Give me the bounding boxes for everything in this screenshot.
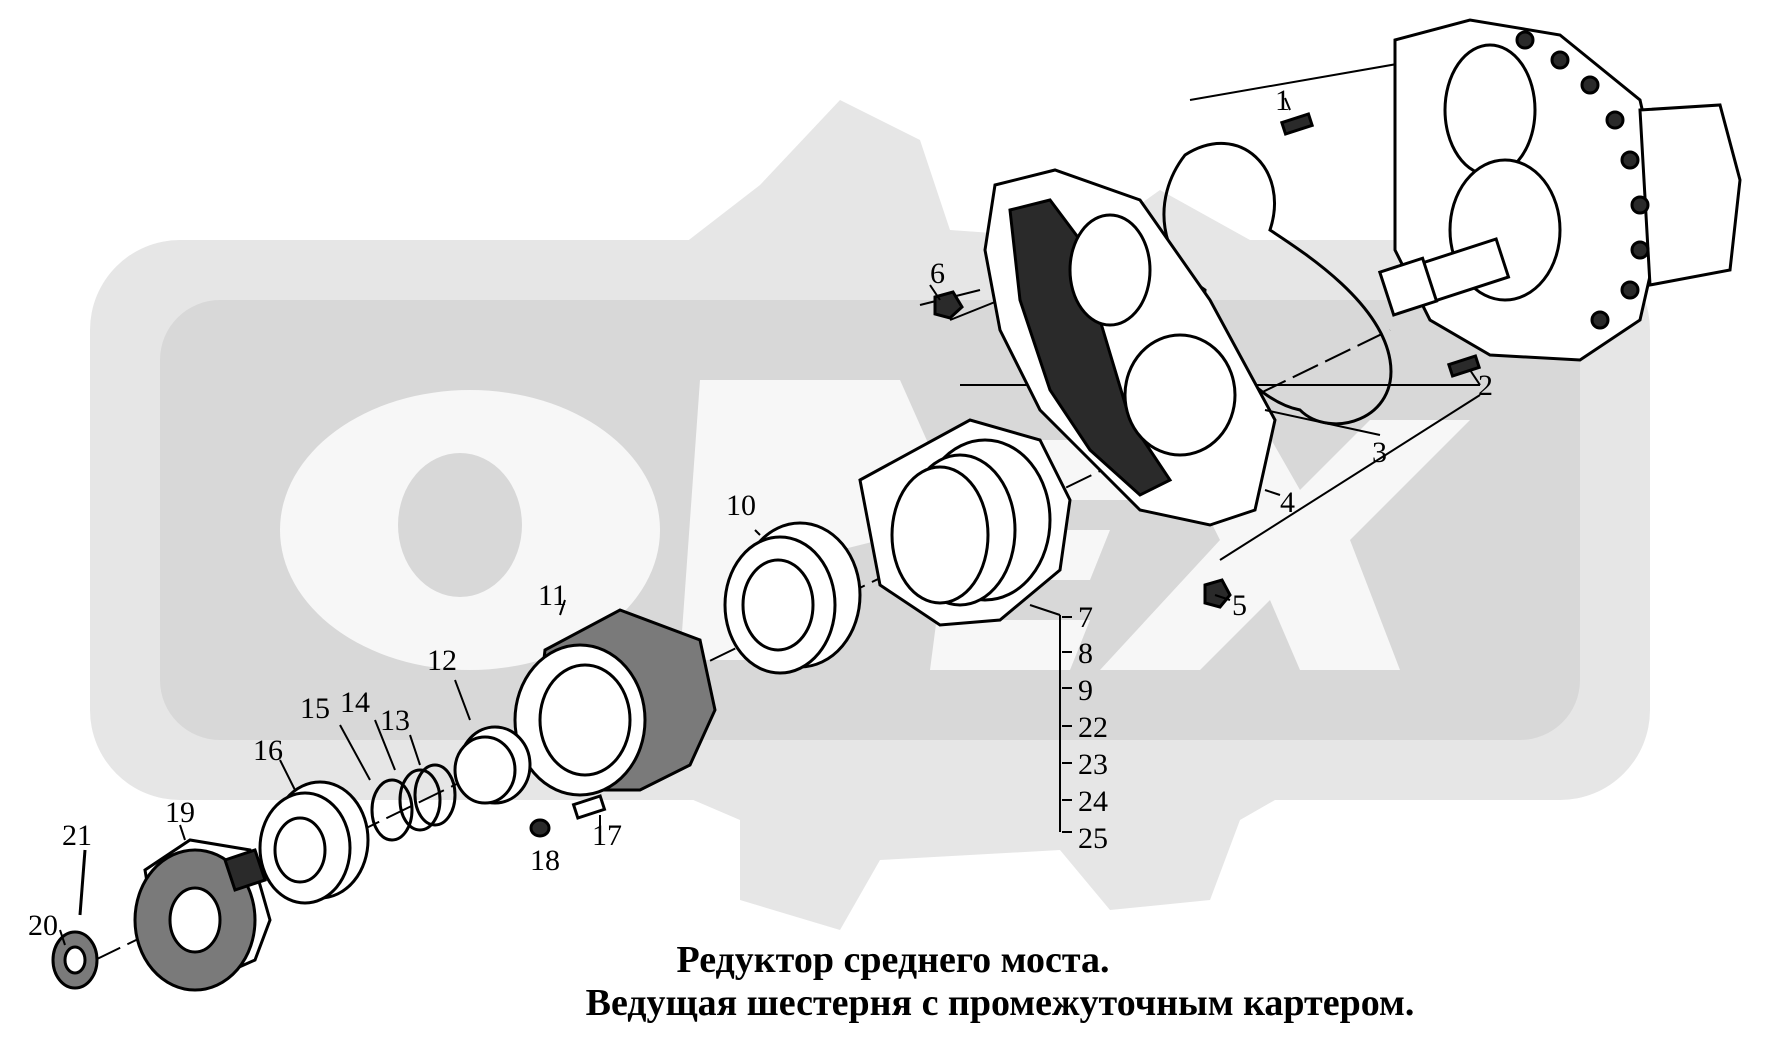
part-label-19: 19: [165, 796, 195, 829]
leader-lines: [59, 97, 1481, 946]
part-label-4: 4: [1280, 486, 1295, 519]
part-label-15: 15: [300, 692, 330, 725]
part-label-9: 9: [1078, 674, 1093, 707]
caption-line-1: Редуктор среднего моста.: [676, 939, 1109, 981]
part-label-12: 12: [427, 644, 457, 677]
part-label-11: 11: [538, 579, 567, 612]
part-label-20: 20: [28, 909, 58, 942]
part-label-24: 24: [1078, 785, 1108, 818]
part-label-7: 7: [1078, 601, 1093, 634]
part-label-8: 8: [1078, 637, 1093, 670]
part-label-16: 16: [253, 734, 283, 767]
part-label-21: 21: [62, 819, 92, 852]
intermediate-crankcase: [983, 168, 1277, 527]
castle-nut: [51, 930, 99, 990]
bracket-lines-7-25: [1062, 616, 1072, 833]
part-label-14: 14: [340, 686, 370, 719]
watermark-letter-o-hole: [398, 453, 522, 597]
diagram-caption: Редуктор среднего моста. Ведущая шестерн…: [586, 939, 1415, 1024]
bearing-housing-cup: [513, 608, 717, 797]
caption-line-2: Ведущая шестерня с промежуточным картеро…: [586, 982, 1415, 1024]
bearing-small: [258, 780, 370, 905]
part-label-18: 18: [530, 844, 560, 877]
main-housing: [1377, 18, 1742, 362]
bearing-cage: [858, 418, 1072, 627]
part-label-23: 23: [1078, 748, 1108, 781]
part-label-10: 10: [726, 489, 756, 522]
housing-bolt-holes: [1515, 30, 1650, 330]
part-label-2: 2: [1478, 369, 1493, 402]
part-label-6: 6: [930, 257, 945, 290]
spacer-sleeve: [453, 725, 532, 805]
part-label-3: 3: [1372, 436, 1387, 469]
part-labels: 1 2 3 4 5 6 7 8 9 10 11 12 13 14 15 16 1…: [28, 84, 1493, 942]
part-label-17: 17: [592, 819, 622, 852]
part-label-13: 13: [380, 704, 410, 737]
cotter-pin: [78, 849, 87, 916]
shim-rings: [370, 763, 457, 842]
watermark-letters: [680, 380, 1470, 670]
bearing-large: [723, 521, 862, 675]
fasteners: [529, 112, 1482, 838]
part-label-1: 1: [1275, 84, 1290, 117]
drive-flange: [133, 838, 272, 992]
part-label-25: 25: [1078, 822, 1108, 855]
part-label-22: 22: [1078, 711, 1108, 744]
part-label-5: 5: [1232, 589, 1247, 622]
